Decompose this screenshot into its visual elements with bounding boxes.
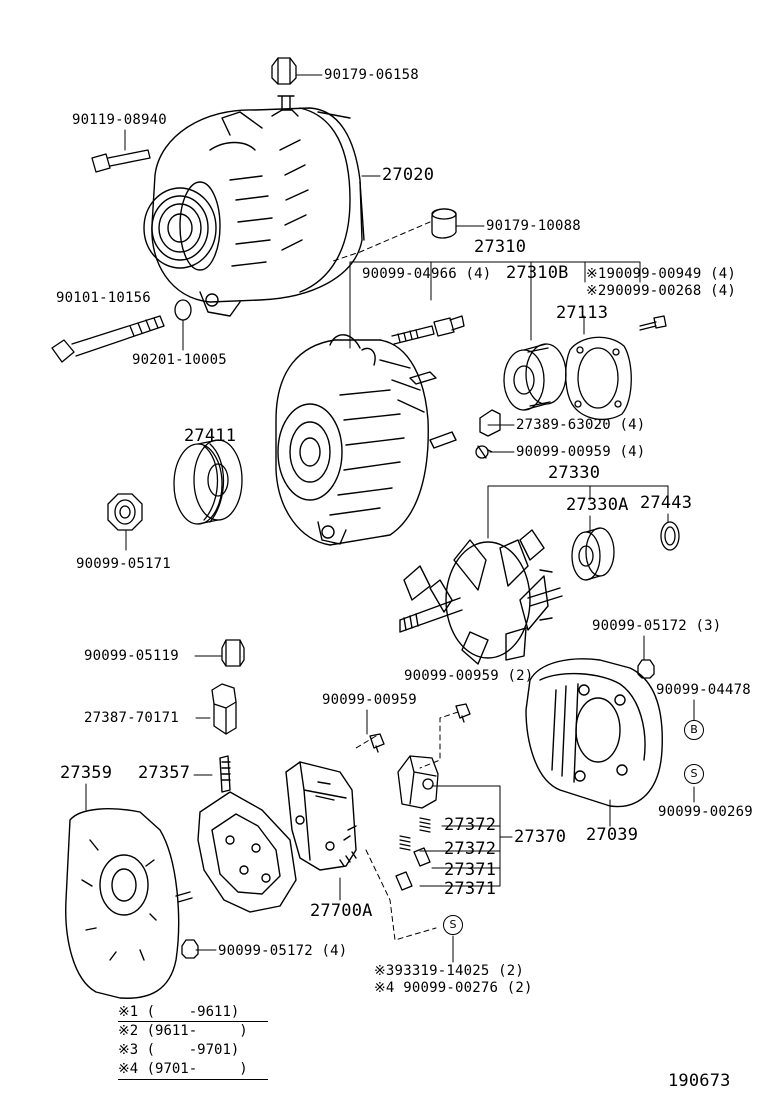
pulley-nut-drawing — [107, 493, 143, 531]
part-label-90101-10156: 90101-10156 — [56, 290, 151, 306]
nut-drawing — [271, 57, 297, 85]
screw-drawing — [639, 315, 667, 331]
rectifier-end-cover-drawing — [65, 808, 193, 999]
rear-bearing-drawing — [571, 527, 615, 581]
footnote-underline — [118, 1021, 268, 1022]
nut-small-drawing — [637, 659, 655, 679]
footnote-1: ※1 ( -9611) — [118, 1004, 240, 1020]
brushes-drawing — [395, 847, 431, 891]
part-label-290099-00268: ※290099-00268 (4) — [586, 283, 736, 299]
part-label-27310: 27310 — [474, 237, 527, 257]
part-label-27443: 27443 — [640, 493, 693, 513]
footnote-underline — [118, 1079, 268, 1080]
part-label-490099-00276: ※4 90099-00276 (2) — [374, 980, 533, 996]
part-label-27370: 27370 — [514, 827, 567, 847]
leader-lines — [85, 74, 695, 963]
part-label-27389-63020: 27389-63020 (4) — [516, 417, 646, 433]
part-label-90099-05172-3: 90099-05172 (3) — [592, 618, 722, 634]
part-label-27411: 27411 — [184, 426, 237, 446]
screw-pair-drawing — [455, 703, 471, 723]
part-label-27039: 27039 — [586, 825, 639, 845]
part-label-27113: 27113 — [556, 303, 609, 323]
part-label-90099-05172-4: 90099-05172 (4) — [218, 943, 348, 959]
retainer-plate-drawing — [565, 336, 632, 421]
rotor-drawing — [399, 529, 563, 665]
part-label-190099-00949: ※190099-00949 (4) — [586, 266, 736, 282]
part-label-27371-a: 27371 — [444, 860, 497, 880]
dashed-assembly-lines — [329, 221, 459, 941]
part-label-90099-00269: 90099-00269 — [658, 804, 753, 820]
rectifier-drawing — [197, 755, 297, 913]
diagram-id: 190673 — [668, 1071, 731, 1091]
part-label-90099-04966: 90099-04966 (4) — [362, 266, 492, 282]
footnote-3: ※3 ( -9701) — [118, 1042, 240, 1058]
part-label-90099-05171: 90099-05171 — [76, 556, 171, 572]
part-label-27371-b: 27371 — [444, 879, 497, 899]
footnote-2: ※2 (9611- ) — [118, 1023, 248, 1039]
part-label-27387-70171: 27387-70171 — [84, 710, 179, 726]
part-label-90099-00959-4: 90099-00959 (4) — [516, 444, 646, 460]
screw-small-drawing — [475, 445, 493, 459]
insulator-drawing — [211, 683, 237, 735]
bearing-cover-drawing — [660, 521, 680, 551]
footnote-4: ※4 (9701- ) — [118, 1061, 248, 1077]
part-label-90179-06158: 90179-06158 — [324, 67, 419, 83]
drive-end-frame-drawing — [275, 334, 457, 546]
screw-single-drawing — [369, 733, 385, 753]
frame-nut-drawing — [181, 939, 199, 959]
circled-s-marker: S — [684, 764, 704, 784]
part-label-90099-00959: 90099-00959 — [322, 692, 417, 708]
part-label-27357: 27357 — [138, 763, 191, 783]
bearing-drawing — [503, 343, 567, 411]
part-label-90119-08940: 90119-08940 — [72, 112, 167, 128]
washer-drawing — [174, 299, 192, 321]
part-label-27020: 27020 — [382, 165, 435, 185]
springs-drawing — [399, 817, 431, 851]
part-label-90099-04478: 90099-04478 — [656, 682, 751, 698]
bolt-small-drawing — [91, 149, 151, 173]
pulley-drawing — [173, 439, 243, 525]
spacer-drawing — [479, 409, 501, 437]
part-label-393319-14025: ※393319-14025 (2) — [374, 963, 524, 979]
circled-b-marker: B — [684, 720, 704, 740]
part-label-27310B: 27310B — [506, 263, 569, 283]
alternator-assembly-drawing — [143, 95, 365, 317]
part-label-27330A: 27330A — [566, 495, 629, 515]
bolt-long-drawing — [51, 315, 165, 363]
terminal-nut-drawing — [221, 639, 245, 667]
part-label-27700A: 27700A — [310, 901, 373, 921]
circled-s-marker: S — [443, 915, 463, 935]
regulator-drawing — [285, 761, 357, 871]
rear-end-frame-drawing — [525, 658, 663, 808]
brush-holder-drawing — [397, 755, 439, 809]
cap-drawing — [431, 208, 457, 239]
part-label-90179-10088: 90179-10088 — [486, 218, 581, 234]
stud-bolt-drawing — [391, 315, 465, 345]
part-label-27330: 27330 — [548, 463, 601, 483]
part-label-90099-05119: 90099-05119 — [84, 648, 179, 664]
part-label-27359: 27359 — [60, 763, 113, 783]
part-label-90201-10005: 90201-10005 — [132, 352, 227, 368]
part-label-90099-00959-2: 90099-00959 (2) — [404, 668, 534, 684]
part-label-27372-b: 27372 — [444, 839, 497, 859]
part-label-27372-a: 27372 — [444, 815, 497, 835]
